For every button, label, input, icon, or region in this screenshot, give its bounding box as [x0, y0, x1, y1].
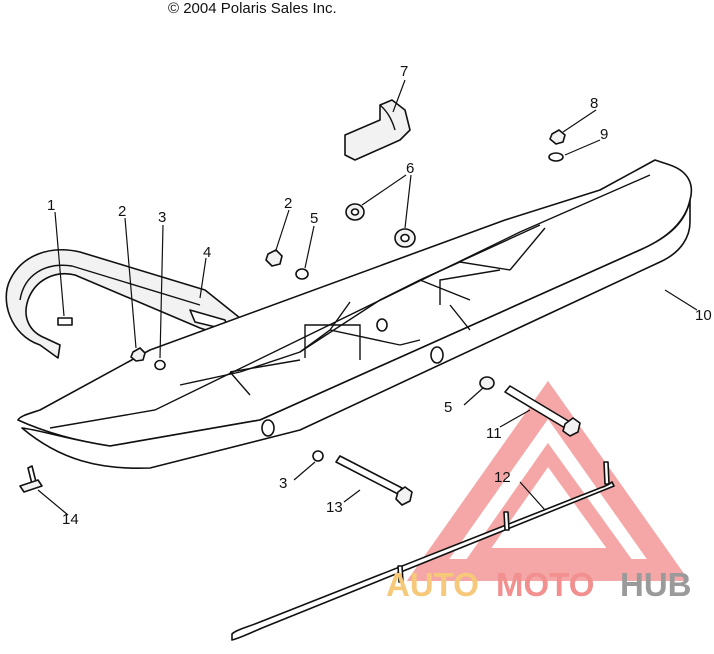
ski-saddle-part [344, 99, 411, 161]
callout-14: 14 [62, 511, 79, 528]
ski-mount-hole-top [376, 318, 388, 332]
washer-part9 [548, 152, 564, 162]
watermark-text-hub: HUB [620, 566, 692, 603]
callout-3a: 3 [158, 209, 166, 226]
washer-part3-upper [154, 359, 166, 371]
ski-body-part [17, 159, 693, 470]
callout-11: 11 [486, 425, 502, 442]
callout-6: 6 [406, 160, 414, 177]
copyright-notice: © 2004 Polaris Sales Inc. [168, 0, 337, 17]
watermark-inner-triangle [464, 442, 634, 562]
ski-mount-hole-rear [430, 346, 444, 364]
callout-2b: 2 [284, 195, 292, 212]
callout-4: 4 [203, 244, 211, 261]
callout-1: 1 [47, 197, 55, 214]
callout-10: 10 [695, 307, 712, 324]
callout-12: 12 [494, 469, 511, 486]
callout-2a: 2 [118, 203, 126, 220]
nut-part2-upper [265, 249, 283, 267]
callout-5a: 5 [310, 210, 318, 227]
washer-part5-upper [295, 268, 309, 280]
callout-9: 9 [600, 126, 608, 143]
callout-5b: 5 [444, 399, 452, 416]
bolt-part11 [504, 385, 581, 437]
stud-part14 [19, 465, 43, 493]
callout-13: 13 [326, 499, 343, 516]
washer-part3-lower [312, 450, 324, 462]
callout-8: 8 [590, 95, 598, 112]
nut-part2-lower [130, 347, 146, 362]
watermark-text-auto: AUTO [386, 566, 479, 603]
ski-side-wall [21, 199, 691, 470]
bumper-clip [57, 317, 73, 326]
watermark-text-moto: MOTO [496, 566, 594, 603]
callout-7: 7 [400, 63, 408, 80]
callout-3b: 3 [279, 475, 287, 492]
wear-bar-part12 [231, 461, 615, 641]
bolt-part13 [335, 455, 413, 506]
ski-mount-hole-front [261, 419, 275, 437]
washer-part5-lower [479, 376, 495, 390]
nut-part8 [549, 129, 566, 145]
